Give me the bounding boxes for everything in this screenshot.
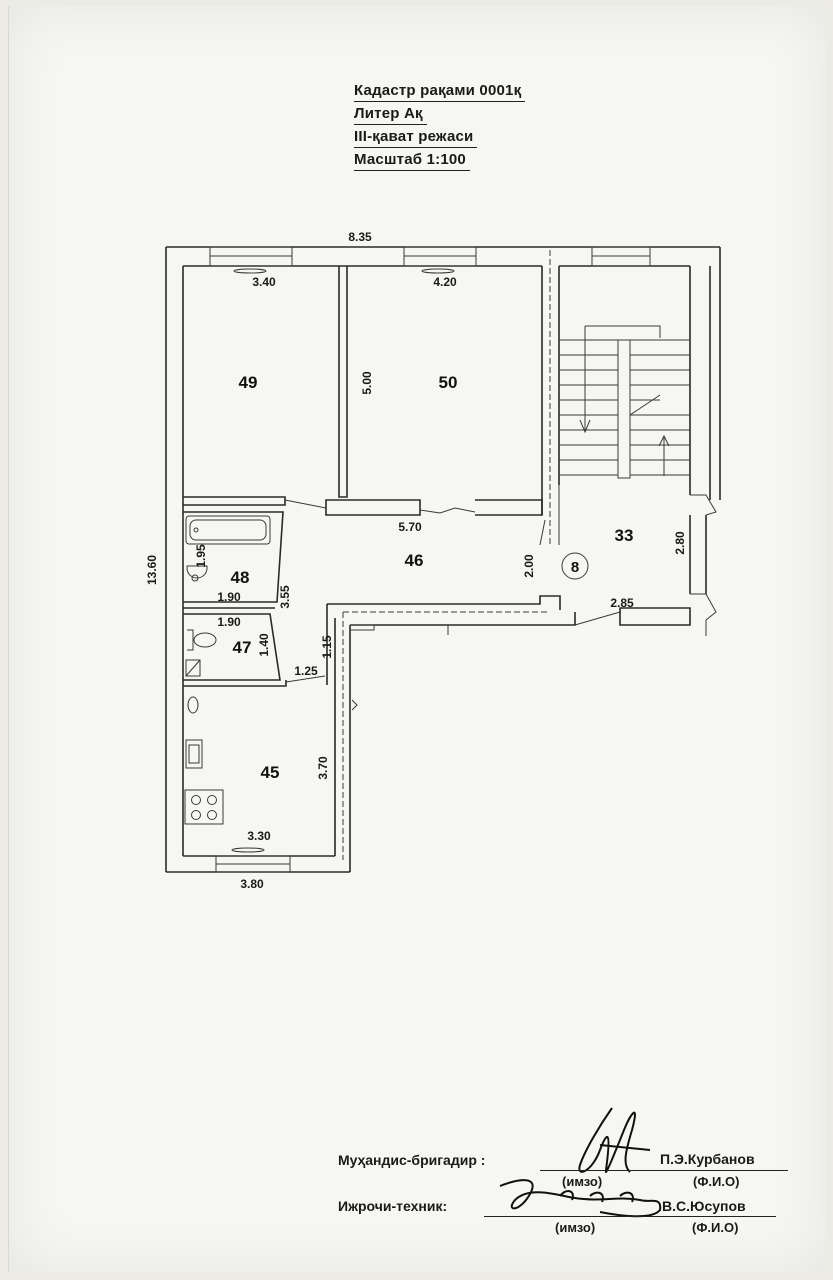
staircase — [559, 325, 690, 479]
dim-overall-height: 13.60 — [145, 555, 159, 585]
engineer-label: Муҳандис-бригадир : — [338, 1152, 486, 1168]
dim-room49-width: 3.40 — [252, 275, 276, 289]
stove-icon — [184, 789, 224, 825]
signature-scribbles — [499, 1107, 662, 1218]
windows — [209, 246, 651, 873]
dim-passage-width: 1.25 — [294, 664, 318, 678]
dim-corridor-width: 3.55 — [278, 585, 292, 609]
room-50-label: 50 — [439, 373, 458, 392]
dim-toilet-length: 1.40 — [257, 633, 271, 657]
engineer-fio-caption: (Ф.И.О) — [693, 1174, 740, 1189]
dim-kitchen-outer-width: 3.80 — [240, 877, 264, 891]
technician-name: В.С.Юсупов — [662, 1198, 746, 1214]
room-33-label: 33 — [615, 526, 634, 545]
dim-bath-length: 1.95 — [194, 544, 208, 568]
dim-kitchen-length: 3.70 — [316, 756, 330, 780]
dim-bath-width: 1.90 — [217, 590, 241, 604]
title-block: Кадастр рақами 0001қ Литер Ақ III-қават … — [354, 80, 526, 172]
engineer-name: П.Э.Курбанов — [660, 1151, 755, 1167]
technician-signature — [499, 1179, 662, 1218]
room-47-label: 47 — [233, 638, 252, 657]
dim-passage-length: 1.15 — [320, 635, 334, 659]
liter-label: Литер Ақ — [354, 103, 427, 125]
scale-label: Масштаб 1:100 — [354, 149, 470, 171]
room-45-label: 45 — [261, 763, 280, 782]
technician-sign-line — [484, 1216, 776, 1217]
technician-fio-caption: (Ф.И.О) — [692, 1220, 739, 1235]
outer-walls — [165, 246, 721, 873]
dim-room50-width: 4.20 — [433, 275, 457, 289]
room-49-label: 49 — [239, 373, 258, 392]
cadastre-number: Кадастр рақами 0001қ — [354, 80, 526, 102]
kitchen-sink-icon — [185, 739, 203, 769]
dim-toilet-width: 1.90 — [217, 615, 241, 629]
dim-corridor-length: 5.70 — [398, 520, 422, 534]
technician-sign-caption: (имзо) — [555, 1220, 596, 1235]
interior-walls — [183, 250, 717, 860]
dim-room50-length: 5.00 — [360, 371, 374, 395]
bathtub-icon — [185, 515, 271, 545]
document-sheet — [8, 6, 826, 1272]
room-46-label: 46 — [405, 551, 424, 570]
technician-label: Ижрочи-техник: — [338, 1198, 448, 1214]
boiler-icon — [187, 696, 199, 714]
stairwell-marker — [561, 552, 589, 580]
dim-stair-entry: 2.00 — [522, 554, 536, 578]
fixtures — [184, 515, 358, 825]
dim-room33-depth: 2.80 — [673, 531, 687, 555]
stairwell-number: 8 — [571, 559, 579, 576]
toilet-icon — [187, 629, 194, 651]
dimensions: 8.35 13.60 3.40 4.20 5.00 5.70 1.95 1.90… — [145, 230, 687, 891]
dim-overall-width: 8.35 — [348, 230, 372, 244]
room-labels: 49 50 46 48 47 45 33 8 — [231, 373, 634, 782]
room-48-label: 48 — [231, 568, 250, 587]
dim-room33-width: 2.85 — [610, 596, 634, 610]
engineer-sign-line — [540, 1170, 788, 1171]
engineer-sign-caption: (имзо) — [562, 1174, 603, 1189]
sink-icon — [186, 565, 208, 579]
dim-kitchen-width: 3.30 — [247, 829, 271, 843]
engineer-signature — [578, 1107, 636, 1173]
floor-plan-title: III-қават режаси — [354, 126, 478, 148]
